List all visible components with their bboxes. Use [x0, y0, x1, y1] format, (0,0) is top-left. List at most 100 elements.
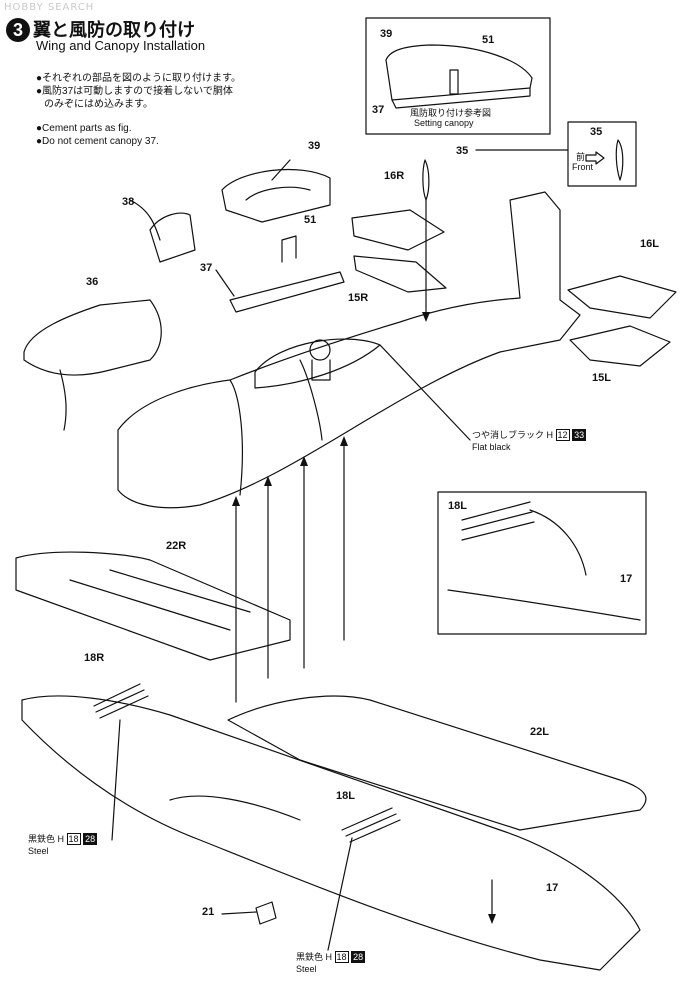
paint-flat-black: つや消しブラック H 12 33	[472, 428, 587, 441]
tailplane-16R	[351, 209, 445, 251]
tailplane-15R	[353, 255, 447, 293]
gun-inset-wing-edge	[447, 589, 641, 621]
label-18R: 18R	[84, 652, 105, 664]
arrowhead-4	[340, 436, 348, 446]
paint-code-box: 28	[351, 951, 366, 963]
label-15R: 15R	[348, 292, 369, 304]
part-51	[281, 235, 297, 263]
pilot-figure	[309, 339, 331, 361]
canopy-inset-caption-en: Setting canopy	[414, 118, 474, 128]
front-label-jp: 前	[576, 152, 586, 162]
wing-17	[21, 695, 641, 971]
tailplane-15L	[569, 325, 671, 367]
gun-inset-arrow	[529, 509, 587, 576]
label-16R: 16R	[384, 170, 405, 182]
guns-18L	[341, 807, 401, 843]
label-18L: 18L	[336, 790, 355, 802]
canopy-rail-37	[229, 271, 345, 313]
label-22L: 22L	[530, 726, 549, 738]
notes-jp: ●それぞれの部品を図のように取り付けます。 ●風防37は可動しますので接着しない…	[36, 72, 241, 111]
paint-steel-bottom: 黒鉄色 H 18 28	[296, 950, 366, 963]
leader-steel-left	[111, 719, 121, 841]
canopy-inset-37	[391, 87, 531, 109]
wing-17-panel	[169, 795, 301, 821]
canopy-inset-frame	[365, 17, 551, 135]
front-inset-frame	[567, 121, 637, 187]
arrowhead-3	[300, 456, 308, 466]
gun-inset-18L	[461, 501, 535, 541]
part-21	[255, 901, 277, 925]
label-39: 39	[308, 140, 321, 152]
note-jp-line: のみぞにはめ込みます。	[44, 99, 153, 110]
windscreen-38	[149, 212, 196, 263]
fuselage-panel-line-2	[299, 359, 323, 441]
leader-38	[129, 199, 161, 241]
paint-flat-black-en: Flat black	[472, 442, 511, 452]
paint-code-box: 28	[83, 833, 98, 845]
arrowhead-5	[422, 312, 430, 322]
cowl-36	[23, 299, 162, 376]
label-22R: 22R	[166, 540, 187, 552]
fuselage	[117, 191, 581, 509]
note-en-line: ●Cement parts as fig.	[36, 123, 132, 134]
arrowhead-2	[264, 476, 272, 486]
label-inset-39: 39	[380, 28, 393, 40]
step-title-en: Wing and Canopy Installation	[36, 38, 206, 53]
label-inset-51: 51	[482, 34, 495, 46]
label-51: 51	[304, 214, 317, 226]
leader-steel-bottom	[327, 837, 353, 951]
leader-37	[215, 269, 235, 297]
canopy-39	[221, 168, 331, 223]
paint-code-box: 18	[334, 951, 349, 963]
label-inset-37: 37	[372, 104, 385, 116]
canopy-inset-caption-jp: 風防取り付け参考図	[410, 108, 492, 118]
paint-steel-left-en: Steel	[28, 846, 49, 856]
leader-39	[271, 159, 291, 181]
front-arrow-icon	[585, 151, 605, 165]
note-en-line: ●Do not cement canopy 37.	[36, 136, 159, 147]
paint-steel-left-jp: 黒鉄色 H	[28, 834, 65, 844]
paint-steel-left: 黒鉄色 H 18 28	[28, 832, 98, 845]
canopy-inset-51	[449, 69, 459, 95]
guns-18R	[93, 683, 149, 719]
front-label-en: Front	[572, 162, 594, 172]
fuselage-panel-line	[229, 379, 243, 496]
note-jp-line: ●それぞれの部品を図のように取り付けます。	[36, 73, 242, 84]
paint-steel-bottom-jp: 黒鉄色 H	[296, 952, 333, 962]
label-36: 36	[86, 276, 99, 288]
front-inset-35	[615, 139, 624, 181]
canopy-39-frame	[245, 186, 311, 201]
label-38: 38	[122, 196, 135, 208]
pilot-body	[311, 359, 331, 381]
watermark: HOBBY SEARCH	[4, 2, 95, 13]
label-37: 37	[200, 262, 213, 274]
wing-22L	[227, 695, 647, 831]
notes-en: ●Cement parts as fig. ●Do not cement can…	[36, 122, 159, 148]
canopy-inset-39	[385, 44, 533, 101]
arrowhead-1	[232, 496, 240, 506]
label-15L: 15L	[592, 372, 611, 384]
part-21-leader	[221, 911, 257, 915]
step-title-jp: 翼と風防の取り付け	[33, 20, 195, 41]
label-17-inset: 17	[620, 573, 633, 585]
label-35: 35	[456, 145, 469, 157]
paint-code-box: 12	[555, 429, 570, 441]
wing-22R-panels	[69, 569, 251, 631]
flat-black-leader	[379, 344, 471, 441]
paint-steel-bottom-en: Steel	[296, 964, 317, 974]
paint-flat-black-jp: つや消しブラック H	[472, 430, 554, 440]
paint-code-box: 18	[66, 833, 81, 845]
label-16L: 16L	[640, 238, 659, 250]
gun-inset-frame	[437, 491, 647, 635]
label-front-35: 35	[590, 126, 603, 138]
wing-22R	[15, 551, 291, 661]
label-18L-inset: 18L	[448, 500, 467, 512]
label-21: 21	[202, 906, 215, 918]
note-jp-line: ●風防37は可動しますので接着しないで胴体	[36, 86, 233, 97]
tailplane-16L	[567, 275, 677, 319]
paint-code-box: 33	[572, 429, 587, 441]
arrowhead-6	[488, 914, 496, 924]
step-number-badge: 3	[6, 18, 30, 42]
exhaust-35	[422, 159, 430, 201]
